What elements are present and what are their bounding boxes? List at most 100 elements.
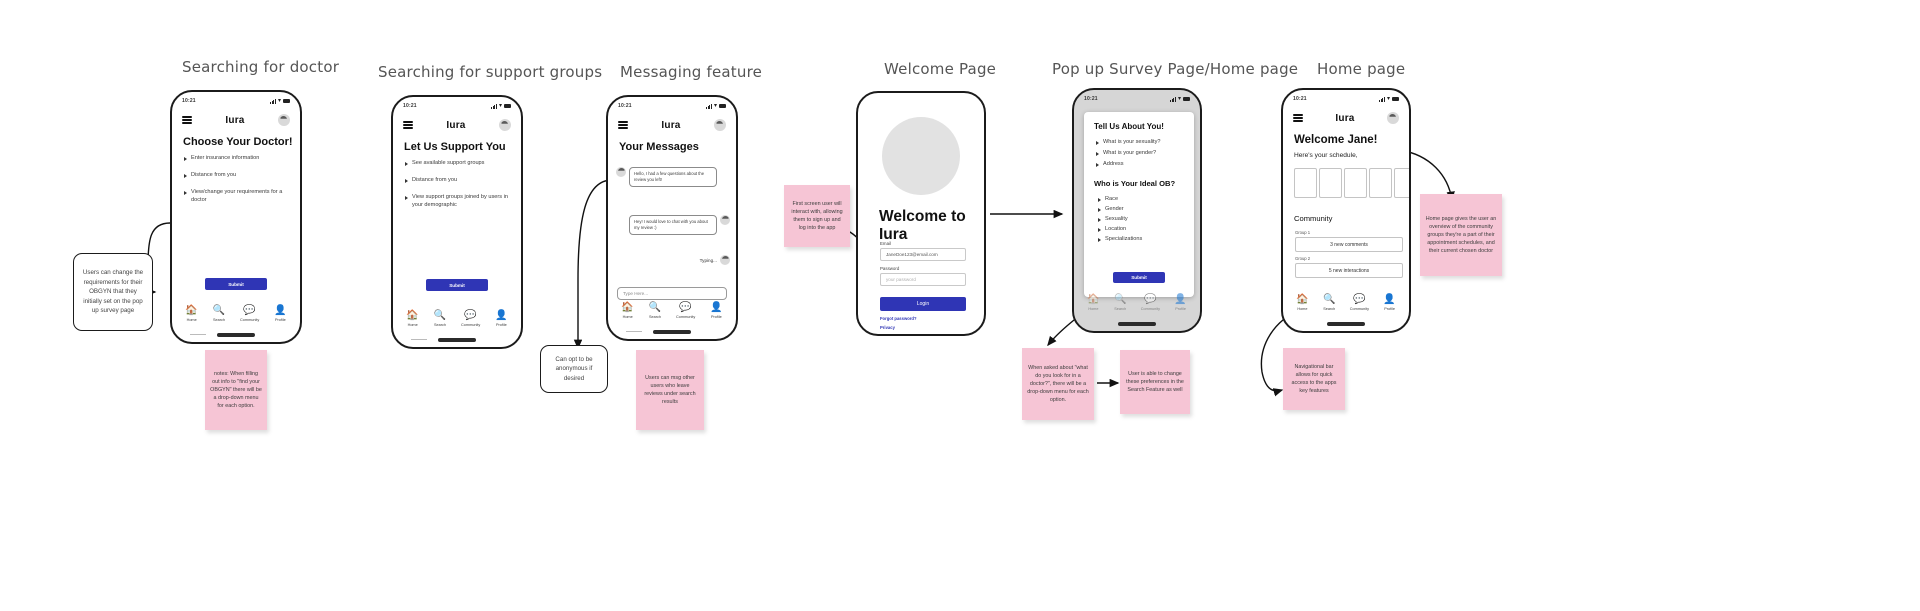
bottom-nav: 🏠Home 🔍Search 💬Community 👤Profile: [172, 306, 300, 332]
menu-icon[interactable]: [1293, 114, 1303, 122]
list-item-label[interactable]: Race: [1105, 196, 1119, 202]
nav-tab-profile[interactable]: 👤Profile: [274, 305, 287, 323]
profile-icon: 👤: [495, 310, 508, 321]
nav-tab-label: Search: [648, 315, 661, 319]
bullet-triangle-icon: [1096, 140, 1099, 145]
email-label: Email: [880, 241, 891, 246]
community-chat-icon: 💬: [464, 310, 477, 321]
schedule-row: [1294, 168, 1409, 198]
nav-tab-community[interactable]: 💬Community: [676, 303, 695, 320]
privacy-link[interactable]: Privacy: [880, 325, 895, 330]
group-label: Group 1: [1295, 230, 1311, 235]
nav-tab-profile[interactable]: 👤Profile: [710, 303, 722, 320]
message-input[interactable]: Type Here...: [617, 287, 727, 300]
status-time: 10:21: [1293, 96, 1307, 102]
submit-button[interactable]: Submit: [426, 279, 488, 291]
nav-tab-label: Search: [1114, 307, 1127, 311]
list-item-label[interactable]: Location: [1105, 226, 1127, 232]
wifi-icon: ▾: [498, 103, 502, 109]
nav-tab-label: Home: [186, 318, 197, 322]
schedule-cell[interactable]: [1369, 168, 1392, 198]
nav-tab-home[interactable]: 🏠Home: [1087, 295, 1099, 312]
schedule-cell[interactable]: [1344, 168, 1367, 198]
nav-tab-label: Community: [1349, 307, 1369, 311]
nav-tab-home[interactable]: 🏠Home: [185, 306, 197, 323]
bullet-triangle-icon: [184, 156, 187, 161]
bottom-nav: 🏠Home 🔍Search 💬Community 👤Profile: [608, 303, 736, 329]
nav-tab-profile[interactable]: 👤Profile: [1383, 295, 1395, 312]
page-title: Let Us Support You: [404, 141, 506, 153]
profile-icon: 👤: [1174, 294, 1187, 305]
nav-tab-search[interactable]: 🔍Search: [1323, 295, 1335, 312]
nav-tab-label: Community: [461, 323, 481, 327]
community-heading: Community: [1294, 214, 1333, 223]
nav-tab-home[interactable]: 🏠Home: [621, 303, 633, 320]
list-item-label[interactable]: Specializations: [1105, 236, 1143, 242]
submit-button[interactable]: Submit: [205, 278, 267, 290]
active-tab-indicator: [625, 331, 642, 332]
list-item-label[interactable]: Gender: [1105, 206, 1124, 212]
email-field[interactable]: JaneDoe123@email.com: [880, 248, 966, 261]
status-time: 10:21: [182, 98, 196, 104]
nav-tab-search[interactable]: 🔍Search: [648, 303, 661, 320]
sticky-note-doctor-dropdown: notes: When filling out info to "find yo…: [205, 350, 267, 430]
profile-icon: 👤: [274, 305, 287, 316]
nav-tab-community[interactable]: 💬 Community: [461, 310, 481, 328]
bullet-triangle-icon: [1098, 197, 1101, 202]
battery-icon: [1392, 97, 1399, 101]
schedule-cell[interactable]: [1294, 168, 1317, 198]
brand-title: Iura: [446, 119, 466, 131]
menu-icon[interactable]: [618, 121, 628, 129]
battery-icon: [504, 104, 511, 108]
list-item: Gender: [1098, 205, 1186, 213]
typing-indicator: Typing...: [699, 257, 717, 263]
list-item: View/change your requirements for a doct…: [184, 188, 288, 204]
nav-tab-profile[interactable]: 👤 Profile: [495, 310, 508, 328]
sticky-note-survey-dropdown: When asked about "what do you look for i…: [1022, 348, 1094, 420]
forgot-password-link[interactable]: Forgot password?: [880, 316, 917, 321]
nav-tab-search[interactable]: 🔍Search: [434, 311, 446, 328]
group-card[interactable]: 5 new interactions: [1295, 263, 1403, 278]
nav-tab-home[interactable]: 🏠Home: [1296, 295, 1308, 312]
profile-avatar-icon[interactable]: [498, 119, 511, 131]
home-indicator: [653, 330, 691, 334]
schedule-cell[interactable]: [1394, 168, 1409, 198]
bullet-triangle-icon: [184, 190, 187, 195]
list-item-label[interactable]: Sexuality: [1105, 216, 1128, 222]
bottom-nav: 🏠Home 🔍Search 💬Community 👤 Profile: [1074, 295, 1200, 321]
list-item-label[interactable]: Address: [1103, 161, 1124, 167]
group-card[interactable]: 3 new comments: [1295, 237, 1403, 252]
profile-avatar-icon[interactable]: [277, 114, 290, 126]
nav-tab-label: Community: [1140, 307, 1160, 311]
wifi-icon: ▾: [713, 103, 717, 109]
list-item: Address: [1096, 160, 1186, 168]
profile-avatar-icon[interactable]: [713, 119, 726, 131]
login-button[interactable]: Login: [880, 297, 966, 311]
password-field[interactable]: your password: [880, 273, 966, 286]
list-item-label[interactable]: What is your gender?: [1103, 150, 1157, 156]
nav-tab-search[interactable]: 🔍Search: [1114, 295, 1127, 312]
menu-icon[interactable]: [403, 121, 413, 129]
app-bar: Iura: [608, 114, 736, 136]
nav-tab-label: Profile: [495, 323, 507, 327]
nav-tab-home[interactable]: 🏠Home: [406, 311, 418, 328]
schedule-cell[interactable]: [1319, 168, 1342, 198]
nav-tab-label: Home: [407, 323, 418, 327]
status-time: 10:21: [1084, 96, 1098, 102]
sender-avatar-icon: [720, 215, 730, 225]
status-bar: 10:21 ▾: [1283, 94, 1409, 104]
survey-submit-button[interactable]: Submit: [1113, 272, 1165, 283]
nav-tab-search[interactable]: 🔍Search: [213, 306, 225, 323]
nav-tab-community[interactable]: 💬Community: [240, 306, 259, 323]
profile-avatar-icon[interactable]: [1386, 112, 1399, 124]
list-item: See available support groups: [405, 159, 509, 167]
phone-searching-support: 10:21 ▾ Iura Let Us Support You See avai…: [391, 95, 523, 349]
nav-tab-community[interactable]: 💬Community: [1140, 295, 1160, 312]
nav-tab-profile[interactable]: 👤 Profile: [1174, 294, 1187, 312]
nav-tab-label: Profile: [1175, 307, 1186, 311]
list-item-label[interactable]: What is your sexuality?: [1103, 139, 1161, 145]
app-bar: Iura: [172, 109, 300, 131]
nav-tab-community[interactable]: 💬Community: [1349, 295, 1369, 312]
message-row-outgoing: Hey! I would love to chat with you about…: [629, 215, 730, 235]
menu-icon[interactable]: [182, 116, 192, 124]
